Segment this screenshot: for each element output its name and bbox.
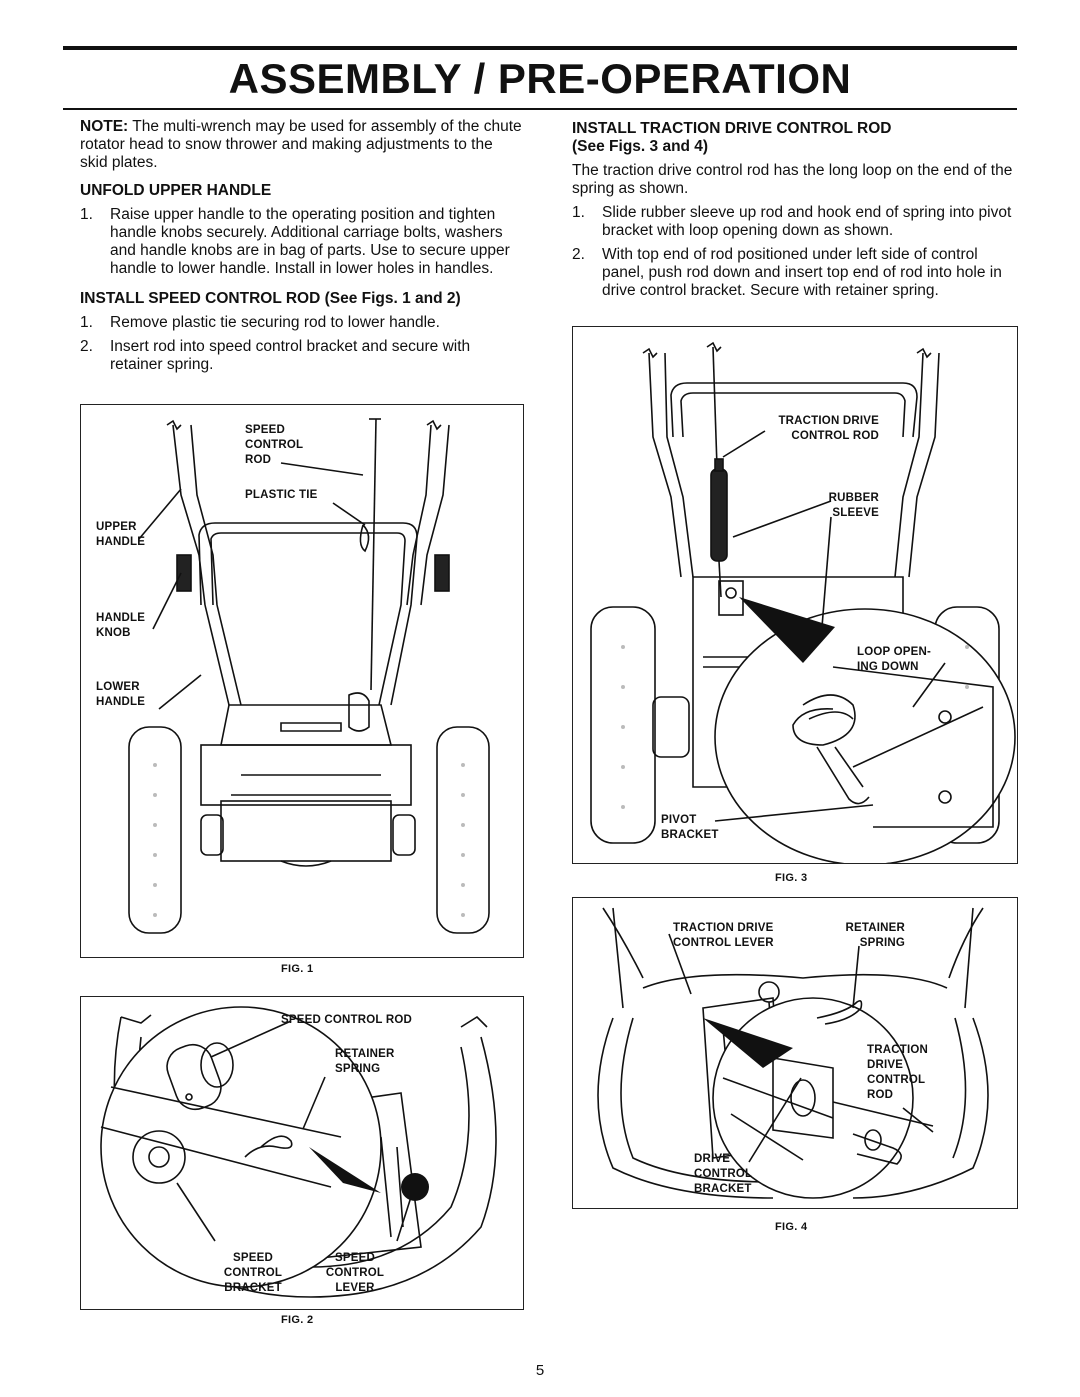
fig4-label-traction-drive-control-rod: TRACTION DRIVE CONTROL ROD	[867, 1044, 929, 1101]
fig4-label-drive-control-bracket: DRIVE CONTROL BRACKET	[694, 1153, 753, 1195]
top-rule	[63, 46, 1017, 50]
traction-step-2: 2.With top end of rod positioned under l…	[572, 246, 1002, 299]
fig3-label-loop-opening-down: LOOP OPEN- ING DOWN	[857, 646, 931, 673]
note-text: The multi-wrench may be used for assembl…	[80, 118, 522, 171]
fig4-label-traction-drive-control-lever: TRACTION DRIVE CONTROL LEVER	[673, 922, 774, 949]
speed-step-1: 1.Remove plastic tie securing rod to low…	[80, 314, 440, 331]
figure-3: TRACTION DRIVE CONTROL ROD RUBBER SLEEVE…	[572, 326, 1018, 864]
fig3-label-pivot-bracket: PIVOT BRACKET	[661, 814, 719, 841]
left-column: NOTE: The multi-wrench may be used for a…	[80, 118, 524, 380]
traction-intro: The traction drive control rod has the l…	[572, 162, 1013, 197]
fig3-label-rubber-sleeve: RUBBER SLEEVE	[828, 492, 879, 519]
traction-step-1: 1.Slide rubber sleeve up rod and hook en…	[572, 204, 1012, 239]
fig2-caption: FIG. 2	[281, 1314, 314, 1326]
fig2-label-retainer-spring: RETAINER SPRING	[335, 1048, 395, 1075]
speed-step-2: 2.Insert rod into speed control bracket …	[80, 338, 471, 373]
unfold-heading: UNFOLD UPPER HANDLE	[80, 182, 272, 199]
note-paragraph: NOTE: The multi-wrench may be used for a…	[80, 118, 524, 172]
speed-heading: INSTALL SPEED CONTROL ROD (See Figs. 1 a…	[80, 290, 461, 307]
fig3-label-traction-drive-control-rod: TRACTION DRIVE CONTROL ROD	[778, 415, 879, 442]
right-column: INSTALL TRACTION DRIVE CONTROL ROD (See …	[572, 118, 1018, 306]
fig2-label-speed-control-rod: SPEED CONTROL ROD	[281, 1014, 412, 1026]
fig1-label-plastic-tie: PLASTIC TIE	[245, 489, 318, 501]
fig1-label-upper-handle: UPPER HANDLE	[96, 521, 146, 548]
fig2-label-speed-control-bracket: SPEED CONTROL BRACKET	[223, 1252, 283, 1294]
fig4-illustration	[597, 907, 989, 1199]
unfold-step: 1.Raise upper handle to the operating po…	[80, 206, 510, 277]
fig1-label-handle-knob: HANDLE KNOB	[96, 612, 146, 639]
fig3-caption: FIG. 3	[775, 872, 808, 884]
fig4-caption: FIG. 4	[775, 1221, 808, 1233]
fig1-illustration	[128, 418, 490, 934]
fig2-label-speed-control-lever: SPEED CONTROL LEVER	[325, 1252, 385, 1294]
page-number: 5	[535, 1362, 545, 1379]
figure-1: SPEED CONTROL ROD PLASTIC TIE UPPER HAND…	[80, 404, 524, 958]
fig1-label-speed-control-rod: SPEED CONTROL ROD	[245, 424, 304, 466]
figure-2: SPEED CONTROL ROD RETAINER SPRING SPEED …	[80, 996, 524, 1310]
title-underline	[63, 108, 1017, 110]
fig3-illustration	[590, 341, 1016, 863]
fig1-label-lower-handle: LOWER HANDLE	[96, 681, 146, 708]
fig2-illustration	[100, 1006, 497, 1298]
fig1-caption: FIG. 1	[281, 963, 314, 975]
note-label: NOTE:	[80, 118, 129, 135]
page-title: ASSEMBLY / PRE-OPERATION	[228, 55, 852, 102]
figure-4: TRACTION DRIVE CONTROL LEVER RETAINER SP…	[572, 897, 1018, 1209]
traction-heading: INSTALL TRACTION DRIVE CONTROL ROD (See …	[572, 120, 892, 155]
fig4-label-retainer-spring: RETAINER SPRING	[845, 922, 905, 949]
